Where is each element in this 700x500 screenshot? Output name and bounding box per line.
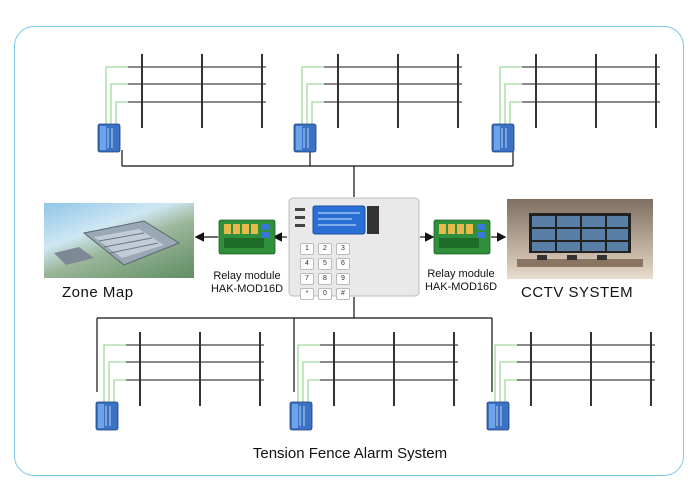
right-relay-board: [433, 219, 491, 255]
keypad-key: 4: [300, 258, 314, 270]
zone-map-image: [44, 203, 194, 278]
fence-bottom-center: [289, 331, 459, 431]
keypad-key: 6: [336, 258, 350, 270]
keypad-key: 2: [318, 243, 332, 255]
keypad-key: 7: [300, 273, 314, 285]
keypad-key: 8: [318, 273, 332, 285]
left-relay-board: [218, 219, 276, 255]
alarm-controller: [288, 197, 420, 297]
keypad-key: 3: [336, 243, 350, 255]
fence-top-left: [97, 53, 267, 153]
keypad-key: 5: [318, 258, 332, 270]
fence-top-right: [491, 53, 661, 153]
right-relay-label: Relay module HAK-MOD16D: [418, 268, 504, 294]
left-relay-line2: HAK-MOD16D: [210, 283, 284, 295]
right-relay-line1: Relay module: [427, 268, 495, 280]
fence-bottom-right: [486, 331, 656, 431]
left-relay-line1: Relay module: [213, 270, 281, 282]
keypad-key: 1: [300, 243, 314, 255]
trunk-wiring: [96, 150, 514, 392]
keypad-key: 0: [318, 288, 332, 300]
keypad-key: #: [336, 288, 350, 300]
diagram-frame: [14, 26, 684, 476]
fence-bottom-left: [95, 331, 265, 431]
cctv-system-label: CCTV SYSTEM: [521, 284, 634, 301]
fence-top-center: [293, 53, 463, 153]
keypad-key: 9: [336, 273, 350, 285]
left-relay-label: Relay module HAK-MOD16D: [206, 270, 288, 296]
cctv-system-image: [507, 199, 653, 279]
right-relay-line2: HAK-MOD16D: [424, 281, 498, 293]
diagram-title: Tension Fence Alarm System: [252, 445, 448, 462]
keypad-key: *: [300, 288, 314, 300]
zone-map-label: Zone Map: [62, 284, 134, 301]
